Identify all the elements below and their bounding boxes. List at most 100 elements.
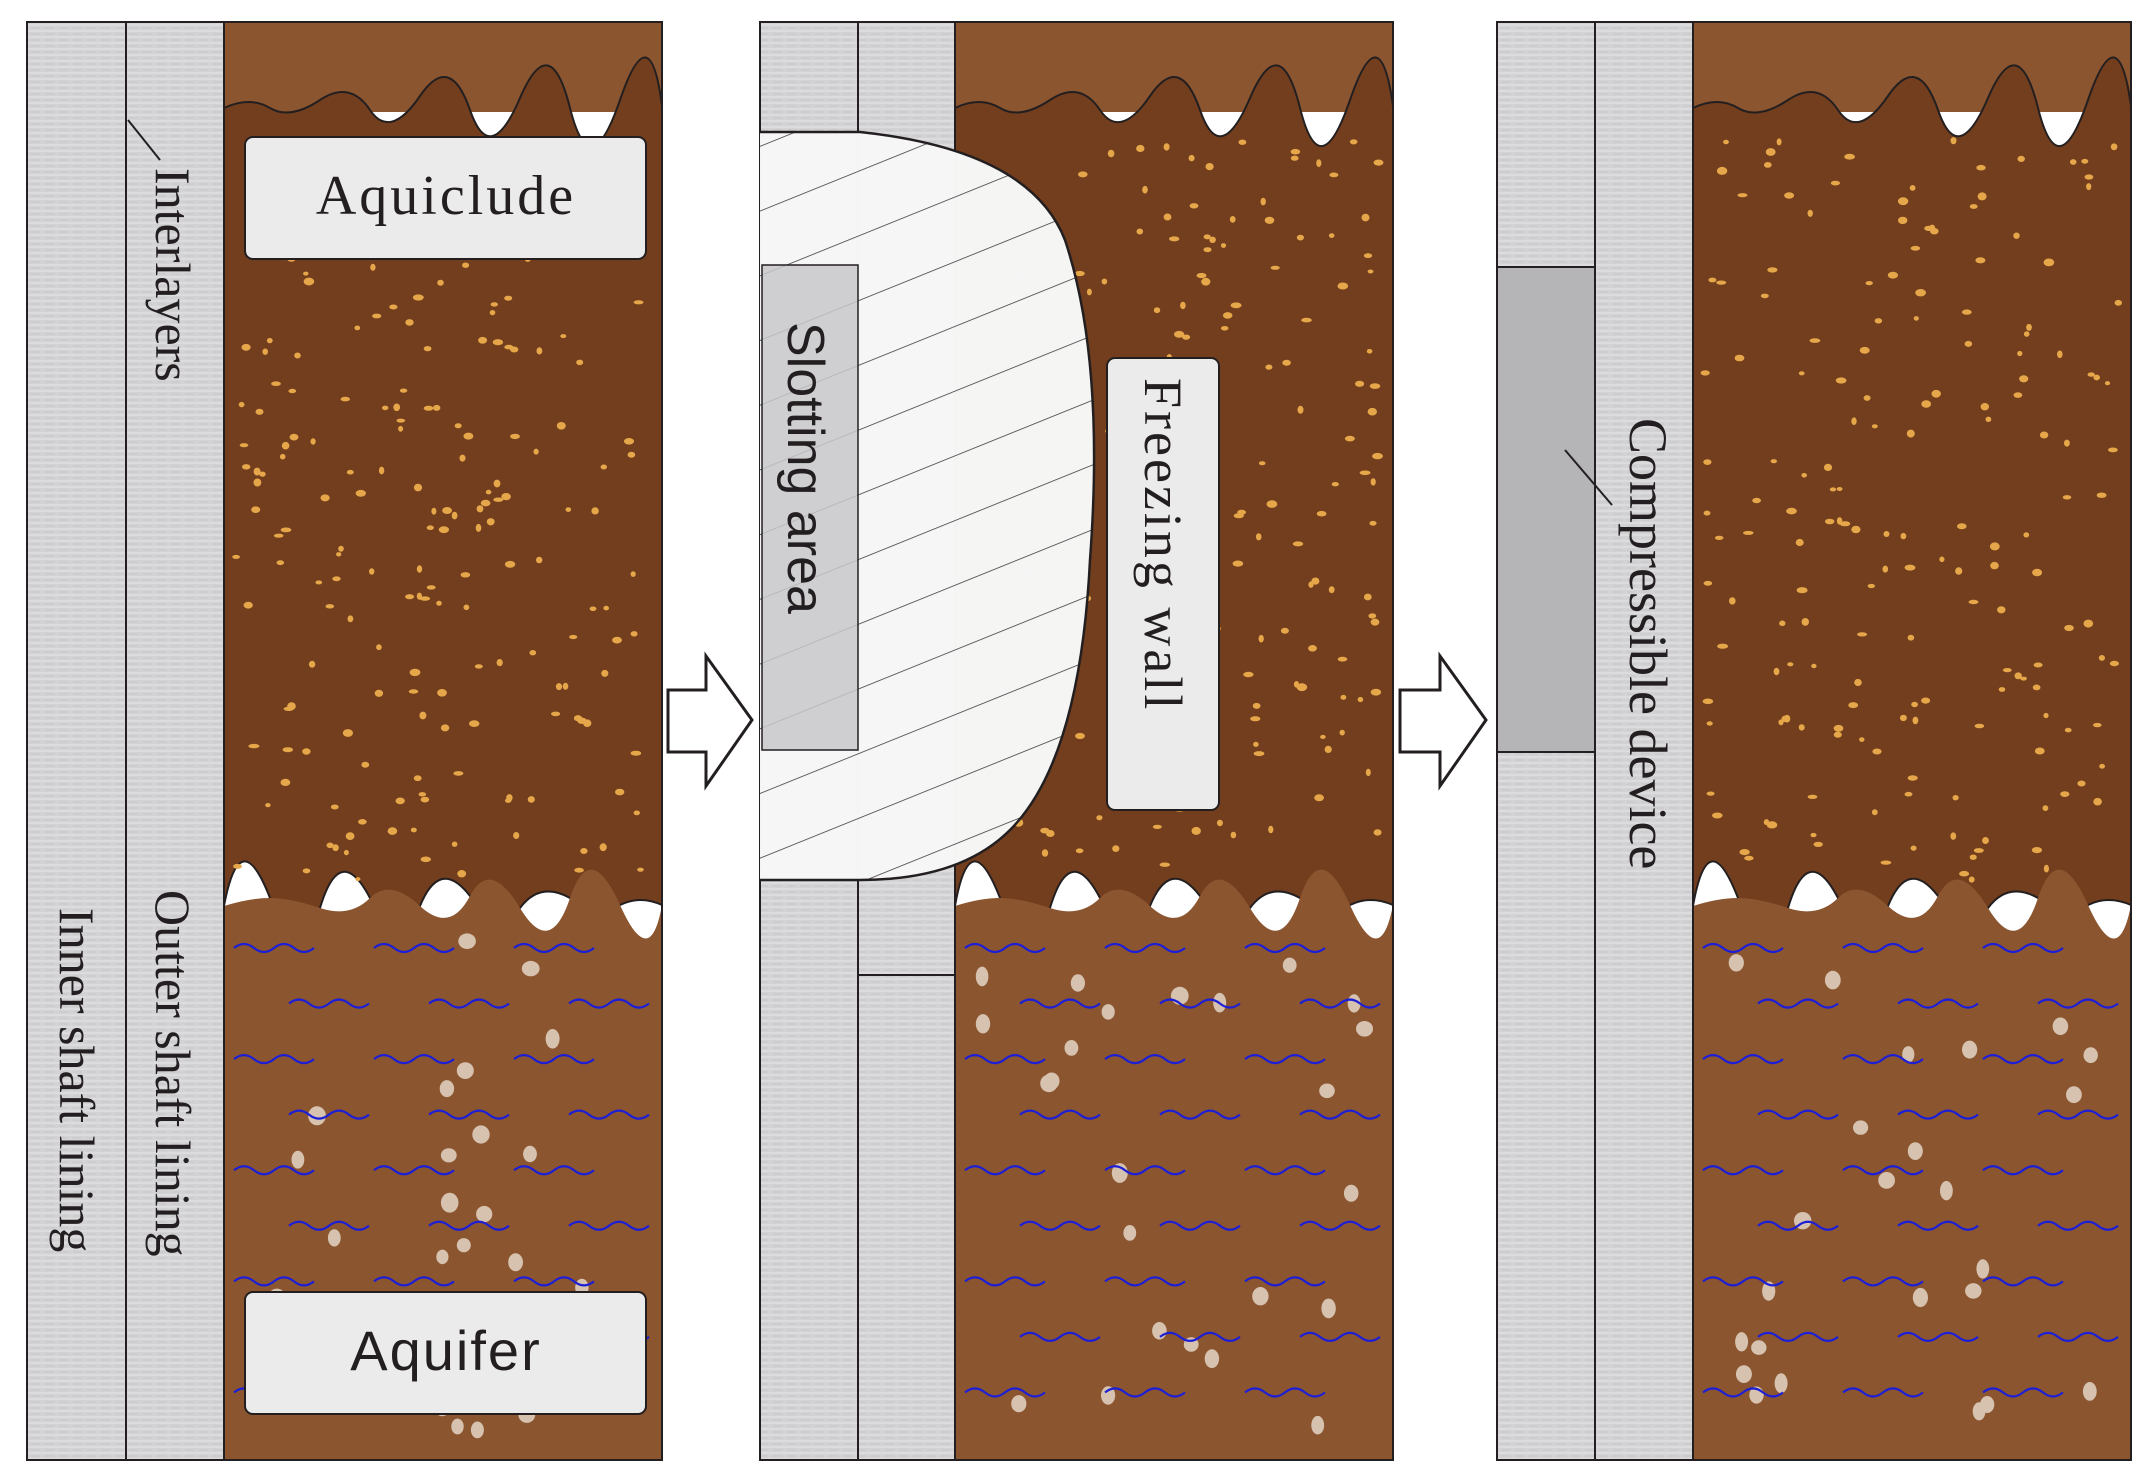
sand-grain (493, 479, 501, 488)
water-wave (1702, 1165, 1784, 1176)
sand-grain (1752, 497, 1761, 504)
sand-grain (1270, 265, 1280, 270)
sand-grain (1723, 139, 1729, 145)
sand-grain (2081, 158, 2089, 164)
sand-grain (1292, 541, 1304, 547)
sand-grain (416, 592, 422, 600)
sand-grain (637, 867, 644, 872)
sand-grain (490, 302, 498, 307)
right-arrow-icon (1398, 651, 1488, 791)
sand-grain (2060, 791, 2070, 797)
sand-grain (1734, 354, 1745, 362)
sand-grain (1708, 277, 1717, 283)
sand-grain (1714, 535, 1724, 541)
sand-grain (1851, 525, 1861, 534)
sand-grain (485, 489, 492, 495)
pebble (1101, 1386, 1116, 1405)
pebble (470, 1421, 484, 1439)
sand-grain (627, 451, 636, 458)
sand-grain (378, 466, 385, 475)
sand-grain (1074, 270, 1085, 277)
pebble (1751, 1340, 1767, 1355)
sand-grain (412, 294, 424, 301)
sand-grain (1366, 349, 1373, 354)
sand-grain (459, 454, 466, 462)
sand-grain (1899, 714, 1907, 722)
sand-grain (1863, 395, 1871, 401)
sand-grain (633, 300, 644, 305)
sand-grain (2031, 847, 2042, 854)
sand-grain (1921, 697, 1931, 704)
water-wave (1757, 1220, 1839, 1231)
sand-grain (1700, 370, 1710, 376)
interlayers-label: Interlayers (145, 168, 201, 382)
sand-grain (2109, 660, 2119, 667)
sand-grain (623, 438, 635, 445)
sand-grain (416, 565, 423, 573)
sand-grain (442, 507, 452, 514)
pebble (1912, 1287, 1928, 1308)
sand-grain (265, 803, 271, 808)
sand-grain (282, 747, 293, 753)
sand-grain (1998, 687, 2006, 692)
sand-grain (478, 336, 488, 344)
sand-grain (399, 388, 408, 393)
sand-grain (1854, 678, 1862, 687)
water-wave (1159, 1331, 1241, 1342)
sand-grain (1290, 148, 1301, 155)
sand-grain (574, 867, 584, 873)
sand-grain (325, 604, 335, 609)
sand-grain (1781, 715, 1790, 723)
water-wave (1019, 1220, 1101, 1231)
sand-grain (1180, 301, 1186, 310)
sand-grain (612, 636, 622, 644)
sand-grain (1910, 245, 1921, 251)
sand-grain (1258, 634, 1264, 643)
sand-grain (1997, 606, 2006, 614)
sand-grain (510, 433, 520, 440)
sand-grain (1839, 521, 1851, 527)
sand-grain (1339, 729, 1345, 736)
sand-grain (1906, 429, 1915, 438)
sand-grain (1974, 723, 1985, 729)
sand-grain (1237, 509, 1246, 515)
water-wave (2037, 1331, 2119, 1342)
pebble (1101, 1004, 1115, 1020)
sand-grain (1801, 473, 1807, 478)
water-wave (1702, 1387, 1784, 1398)
sand-grain (1912, 716, 1919, 725)
sand-grain (1829, 487, 1837, 492)
sand-grain (279, 453, 286, 460)
sand-grain (303, 277, 315, 286)
sand-grain (1264, 216, 1275, 224)
sand-grain (1258, 461, 1266, 466)
sand-grain (242, 464, 251, 470)
sand-grain (423, 346, 432, 352)
sand-grain (1222, 312, 1233, 319)
sand-grain (1152, 824, 1162, 830)
water-wave (288, 1109, 370, 1120)
sand-grain (372, 313, 382, 319)
sand-grain (1990, 561, 1999, 570)
water-wave (1897, 1331, 1979, 1342)
sand-grain (476, 505, 484, 513)
sand-grain (420, 856, 431, 863)
sand-grain (1136, 144, 1145, 153)
water-wave (513, 1165, 595, 1176)
pebble (1252, 1287, 1269, 1306)
sand-grain (560, 334, 567, 339)
sand-grain (1776, 138, 1782, 146)
sand-grain (1703, 580, 1713, 586)
sand-grain (2013, 392, 2023, 398)
water-waves-2 (964, 942, 1381, 1398)
sand-grain (2099, 763, 2106, 769)
sand-grain (1329, 172, 1339, 178)
sand-grain (556, 422, 566, 430)
outer-shaft-lining-3 (1594, 21, 1694, 1461)
pebble (1774, 1373, 1788, 1394)
sand-grain (1907, 634, 1915, 641)
sand-grain (276, 560, 285, 566)
sand-grain (2093, 374, 2100, 381)
sand-grain (408, 689, 419, 694)
sand-grain (1359, 470, 1371, 476)
